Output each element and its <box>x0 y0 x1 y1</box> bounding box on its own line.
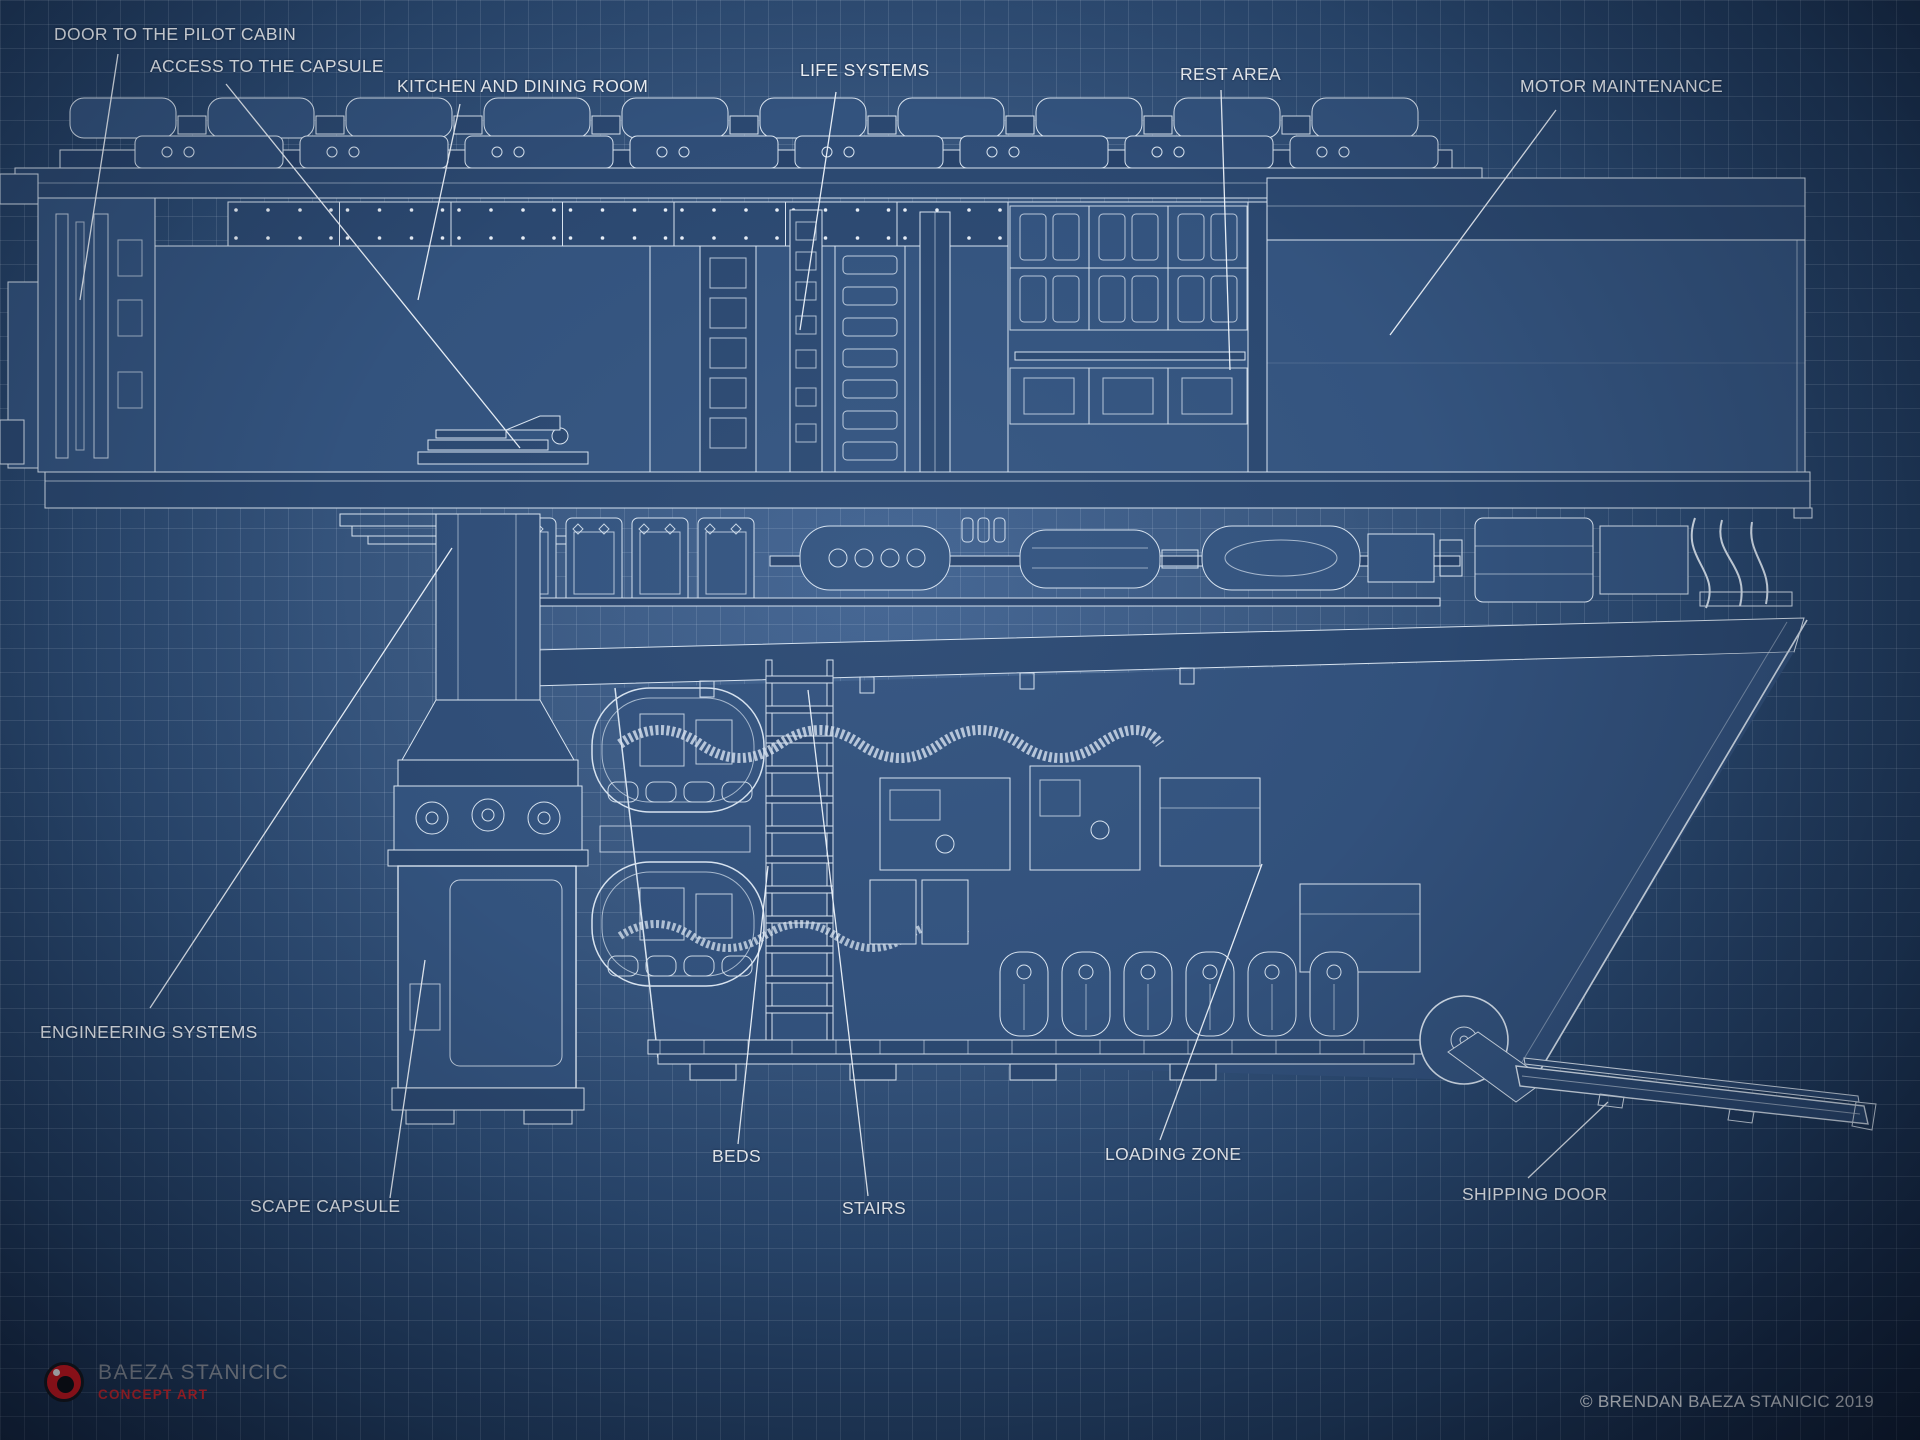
label-beds: BEDS <box>712 1146 762 1166</box>
life-systems-columns <box>649 209 1009 473</box>
roof-panels <box>69 97 1439 169</box>
label-life-systems: LIFE SYSTEMS <box>800 60 930 80</box>
studio-name: BAEZA STANICIC <box>98 1361 289 1384</box>
label-access-to-the-capsule: ACCESS TO THE CAPSULE <box>150 56 384 76</box>
ship-cross-section <box>0 97 1877 1131</box>
label-engineering-systems: ENGINEERING SYSTEMS <box>40 1022 258 1042</box>
label-rest-area: REST AREA <box>1180 64 1282 84</box>
pilot-cabin-wall <box>0 173 156 473</box>
shipping-door-mechanism <box>1419 995 1877 1131</box>
label-motor-maintenance: MOTOR MAINTENANCE <box>1520 76 1723 96</box>
label-loading-zone: LOADING ZONE <box>1105 1144 1242 1164</box>
kitchen-dining-room-area <box>154 245 651 473</box>
leader-shipping-door <box>1527 1101 1609 1179</box>
copyright-notice: © BRENDAN BAEZA STANICIC 2019 <box>1580 1392 1874 1411</box>
label-stairs: STAIRS <box>842 1198 907 1218</box>
label-scape-capsule: SCAPE CAPSULE <box>250 1196 401 1216</box>
rest-area-lockers <box>1007 201 1249 473</box>
studio-branding: BAEZA STANICIC CONCEPT ART <box>44 1362 289 1402</box>
motor-maintenance-room <box>1266 239 1806 487</box>
engineering-machinery-corridor <box>339 513 1793 609</box>
label-shipping-door: SHIPPING DOOR <box>1462 1184 1608 1204</box>
main-deck-floor <box>44 471 1811 509</box>
label-kitchen-and-dining-room: KITCHEN AND DINING ROOM <box>397 76 649 96</box>
studio-logo-eye-icon <box>44 1362 84 1402</box>
label-door-to-pilot-cabin: DOOR TO THE PILOT CABIN <box>54 24 297 44</box>
studio-tagline: CONCEPT ART <box>98 1387 209 1402</box>
